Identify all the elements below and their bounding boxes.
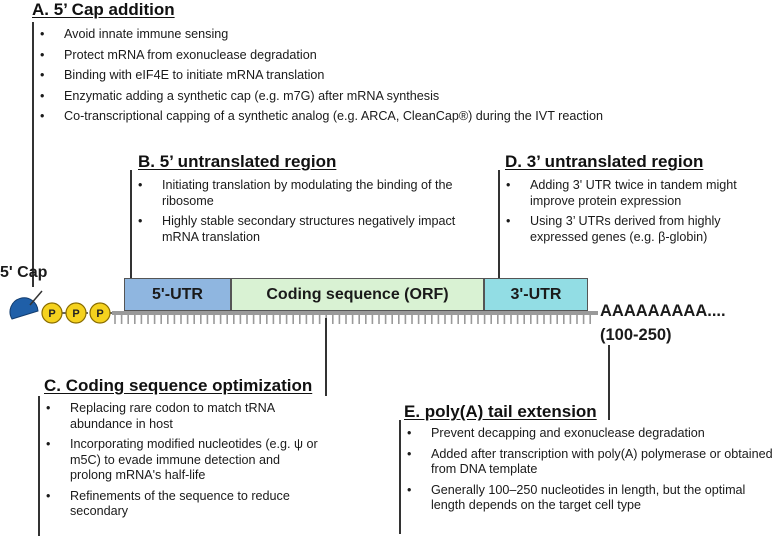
bullet: Co-transcriptional capping of a syntheti…	[36, 109, 756, 125]
section-a-title: A. 5’ Cap addition	[32, 0, 175, 19]
phosphate-label: P	[72, 308, 79, 320]
section-c-title: C. Coding sequence optimization	[44, 376, 313, 395]
phosphate-label: P	[48, 308, 55, 320]
bullet: Incorporating modified nucleotides (e.g.…	[42, 437, 320, 484]
bullet: Added after transcription with poly(A) p…	[403, 447, 779, 478]
section-c-left-rule	[38, 396, 40, 536]
bullet: Using 3’ UTRs derived from highly expres…	[502, 214, 762, 245]
phosphate-icon	[41, 302, 63, 324]
section-e-bullets: Prevent decapping and exonuclease degrad…	[403, 426, 779, 519]
bullet: Binding with eIF4E to initiate mRNA tran…	[36, 68, 756, 84]
section-d-connector	[498, 170, 500, 280]
section-e-left-rule	[399, 420, 401, 534]
mrna-backbone	[112, 311, 598, 315]
section-e-connector	[608, 345, 610, 420]
section-c-bullets: Replacing rare codon to match tRNA abund…	[42, 401, 320, 525]
cap-label: 5' Cap	[0, 264, 48, 281]
section-b-title: B. 5’ untranslated region	[138, 152, 337, 171]
utr5-segment: 5'-UTR	[124, 278, 231, 311]
polya-length-label: (100-250)	[600, 326, 672, 344]
bullet: Highly stable secondary structures negat…	[134, 214, 484, 245]
section-c-connector	[325, 318, 327, 396]
section-d-bullets: Adding 3' UTR twice in tandem might impr…	[502, 178, 762, 250]
bullet: Refinements of the sequence to reduce se…	[42, 489, 320, 520]
utr3-segment: 3'-UTR	[484, 278, 588, 311]
section-a-bullets: Avoid innate immune sensing Protect mRNA…	[36, 27, 756, 130]
bullet: Generally 100–250 nucleotides in length,…	[403, 483, 779, 514]
section-a-connector	[32, 22, 34, 287]
phosphate-icon	[89, 302, 111, 324]
bullet: Avoid innate immune sensing	[36, 27, 756, 43]
phosphate-icon	[65, 302, 87, 324]
section-b-connector	[130, 170, 132, 280]
phosphate-label: P	[96, 308, 103, 320]
section-d-title: D. 3’ untranslated region	[505, 152, 704, 171]
nucleotide-ticks	[114, 314, 592, 324]
bullet: Initiating translation by modulating the…	[134, 178, 484, 209]
polya-tail-label: AAAAAAAAA....	[600, 302, 726, 320]
bullet: Protect mRNA from exonuclease degradatio…	[36, 48, 756, 64]
bullet: Adding 3' UTR twice in tandem might impr…	[502, 178, 762, 209]
orf-segment: Coding sequence (ORF)	[231, 278, 484, 311]
bullet: Enzymatic adding a synthetic cap (e.g. m…	[36, 89, 756, 105]
section-e-title: E. poly(A) tail extension	[404, 402, 597, 421]
bullet: Prevent decapping and exonuclease degrad…	[403, 426, 779, 442]
cap-structure: P P P	[9, 290, 112, 324]
section-b-bullets: Initiating translation by modulating the…	[134, 178, 484, 250]
bullet: Replacing rare codon to match tRNA abund…	[42, 401, 320, 432]
